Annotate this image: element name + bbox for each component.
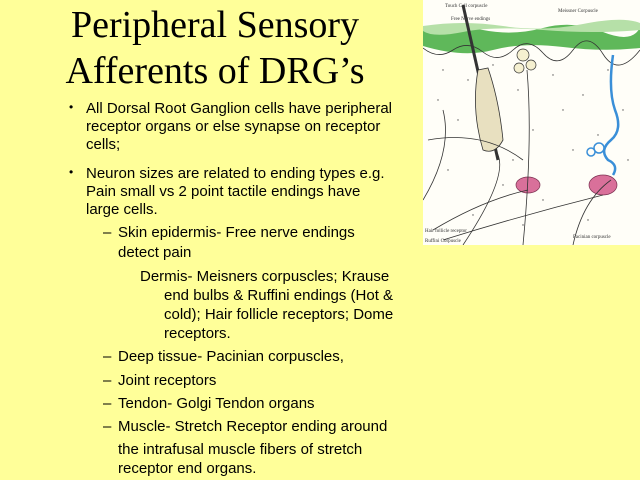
skin-receptor-illustration: Touch Cell corpuscle Free Nerve endings … [422, 0, 640, 246]
dermis-line-2: end bulbs & Ruffini endings (Hot & [164, 287, 394, 304]
label-ruffini: Ruffini Corpuscle [425, 239, 462, 244]
dash-marker: – [103, 348, 112, 365]
label-free-nerve: Free Nerve endings [451, 17, 490, 22]
tendon-line: Tendon- Golgi Tendon organs [118, 395, 315, 412]
bullet-1-line-3: cells; [86, 136, 121, 153]
label-touch-cell: Touch Cell corpuscle [445, 4, 488, 9]
hair-follicle [475, 67, 504, 152]
bullet-2-line-1: Neuron sizes are related to ending types… [86, 165, 385, 182]
bullet-1-line-1: All Dorsal Root Ganglion cells have peri… [86, 100, 392, 117]
dash-marker: – [103, 395, 112, 412]
deep-tissue-line: Deep tissue- Pacinian corpuscles, [118, 348, 344, 365]
dermis-line-4: receptors. [164, 325, 231, 342]
label-pacinian: Pacinian corpuscle [573, 235, 611, 240]
bullet-marker: • [69, 100, 74, 114]
joint-line: Joint receptors [118, 372, 217, 389]
muscle-line-1: Muscle- Stretch Receptor ending around [118, 418, 388, 435]
blue-nerve-fiber [602, 54, 620, 176]
skin-line-1: Skin epidermis- Free nerve endings [118, 224, 355, 241]
bullet-2-line-2: Pain small vs 2 point tactile endings ha… [86, 183, 361, 200]
bullet-2-line-3: large cells. [86, 201, 158, 218]
dermis-line-3: cold); Hair follicle receptors; Dome [164, 306, 394, 323]
label-meissner: Meissner Corpuscle [558, 9, 599, 14]
dash-marker: – [103, 372, 112, 389]
skin-cross-section-figure: Touch Cell corpuscle Free Nerve endings … [422, 0, 640, 246]
bullet-1-line-2: receptor organs or else synapse on recep… [86, 118, 381, 135]
muscle-line-3: receptor end organs. [118, 460, 257, 477]
dash-marker: – [103, 224, 112, 241]
skin-line-2: detect pain [118, 244, 192, 261]
dash-marker: – [103, 418, 112, 435]
dermis-line-1: Dermis- Meisners corpuscles; Krause [140, 268, 390, 285]
pink-corpuscle-large [588, 174, 618, 196]
meissner-corpuscle [513, 48, 537, 74]
title-line-2: Afferents of DRG’s [65, 50, 365, 92]
title-line-1: Peripheral Sensory [70, 4, 360, 46]
label-hair-follicle: Hair follicle receptor [425, 229, 467, 234]
bullet-marker: • [69, 165, 74, 179]
muscle-line-2: the intrafusal muscle fibers of stretch [118, 441, 363, 458]
slide-title: Peripheral Sensory Afferents of DRG’s [0, 2, 430, 94]
